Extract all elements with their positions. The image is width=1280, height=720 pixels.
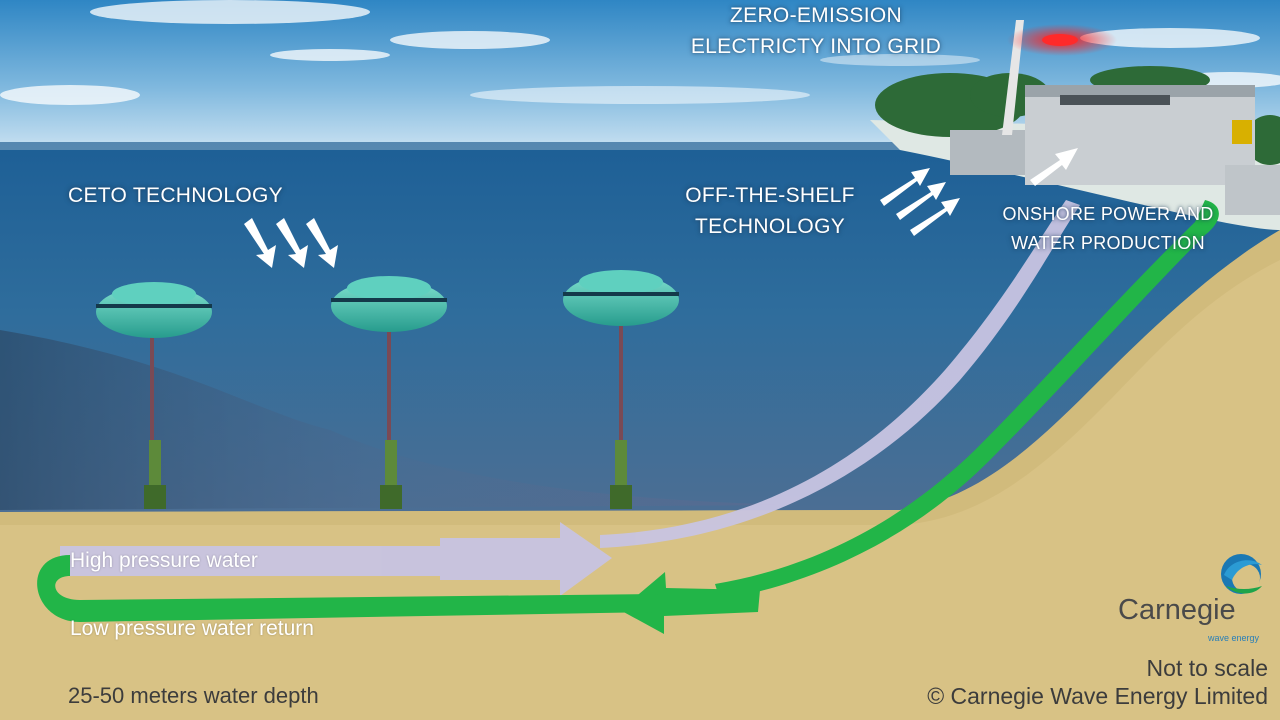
brand-name: Carnegie	[1118, 594, 1236, 626]
ceto-unit-2	[331, 276, 447, 509]
off-the-shelf-line-2: TECHNOLOGY	[694, 215, 846, 238]
zero-emission-line-2: ELECTRICTY INTO GRID	[690, 35, 942, 58]
not-to-scale-label: Not to scale	[1146, 655, 1268, 681]
zero-emission-label: ZERO-EMISSION ELECTRICTY INTO GRID	[676, 0, 956, 62]
low-pressure-flow	[37, 200, 1219, 634]
ceto-pointer-arrows	[244, 218, 338, 268]
sand-seabed	[0, 230, 1280, 720]
shelf-pointer-arrows	[880, 148, 1078, 236]
low-pressure-label: Low pressure water return	[70, 617, 314, 640]
signal-tower	[1002, 20, 1117, 135]
ceto-technology-label: CETO TECHNOLOGY	[68, 184, 283, 207]
off-the-shelf-label: OFF-THE-SHELF TECHNOLOGY	[670, 180, 870, 242]
high-pressure-flow	[60, 200, 1080, 596]
high-pressure-label: High pressure water	[70, 549, 258, 572]
onshore-label: ONSHORE POWER AND WATER PRODUCTION	[978, 200, 1238, 258]
brand-tagline: wave energy	[1208, 633, 1260, 643]
power-plant-building	[950, 85, 1280, 215]
onshore-line-1: ONSHORE POWER AND	[1002, 204, 1214, 224]
clouds	[0, 0, 1280, 105]
off-the-shelf-line-1: OFF-THE-SHELF	[685, 184, 855, 207]
zero-emission-line-1: ZERO-EMISSION	[730, 4, 902, 27]
carnegie-logo-icon	[1221, 554, 1262, 594]
copyright-label: © Carnegie Wave Energy Limited	[927, 683, 1268, 709]
underwater-shadow	[0, 330, 800, 510]
water-depth-label: 25-50 meters water depth	[68, 683, 319, 708]
ceto-unit-1	[96, 282, 212, 509]
onshore-line-2: WATER PRODUCTION	[1011, 233, 1205, 253]
ceto-unit-3	[563, 270, 679, 509]
